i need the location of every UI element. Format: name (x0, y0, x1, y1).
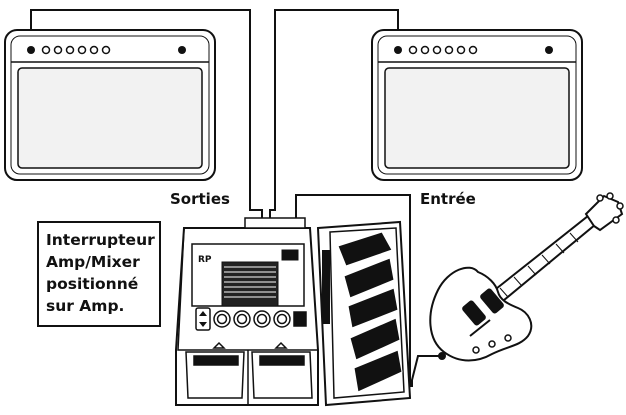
knob-icon (472, 346, 480, 354)
electric-guitar (429, 192, 624, 362)
outputs-label: Sorties (170, 190, 230, 208)
knob-icon (444, 45, 454, 55)
expression-pedal-brand-strip (322, 250, 330, 324)
note-line: sur Amp. (46, 297, 125, 315)
right-amp-power-light (545, 46, 553, 54)
guitar-pickup (462, 300, 486, 326)
multi-effects-pedal: RP (175, 217, 319, 406)
left-amp-input-jack (27, 46, 35, 54)
knob-icon (488, 340, 496, 348)
knob-icon (77, 45, 87, 55)
amp-mixer-switch-note: Interrupteur Amp/Mixer positionné sur Am… (37, 221, 161, 327)
note-line: Interrupteur (46, 231, 155, 249)
left-amp-power-light (178, 46, 186, 54)
cable-guitar (295, 194, 440, 387)
right-amp-input-jack (394, 46, 402, 54)
knob-icon (408, 45, 418, 55)
guitar-tuners (596, 192, 624, 224)
knob-icon (41, 45, 51, 55)
knob-icon (53, 45, 63, 55)
knob-icon (420, 45, 430, 55)
input-label: Entrée (420, 190, 476, 208)
knob-icon (89, 45, 99, 55)
pedal-footswitches (185, 341, 313, 399)
pedal-knobs (195, 307, 307, 331)
expression-pedal (316, 220, 412, 407)
knob-icon (101, 45, 111, 55)
footswitch-left-badge (193, 355, 239, 366)
knob-icon (65, 45, 75, 55)
knob-icon (468, 45, 478, 55)
right-amp-grille (384, 67, 570, 169)
note-line: Amp/Mixer (46, 253, 140, 271)
note-line: positionné (46, 275, 139, 293)
cable-right-amp (269, 9, 399, 222)
knob-icon (504, 334, 512, 342)
pedal-logo: RP (198, 255, 212, 265)
footswitch-right-badge (259, 355, 305, 366)
right-amplifier (371, 29, 583, 181)
knob-icon (456, 45, 466, 55)
left-amplifier (4, 29, 216, 181)
knob-icon (432, 45, 442, 55)
guitar-output-jack (438, 352, 446, 360)
cables (30, 9, 440, 387)
left-amp-knobs (41, 45, 111, 55)
left-amp-grille (17, 67, 203, 169)
cable-left-amp (30, 9, 263, 222)
right-amp-knobs (408, 45, 478, 55)
guitar-frets (499, 232, 579, 298)
guitar-pickup (480, 288, 504, 314)
expression-pedal-treads (337, 231, 403, 393)
